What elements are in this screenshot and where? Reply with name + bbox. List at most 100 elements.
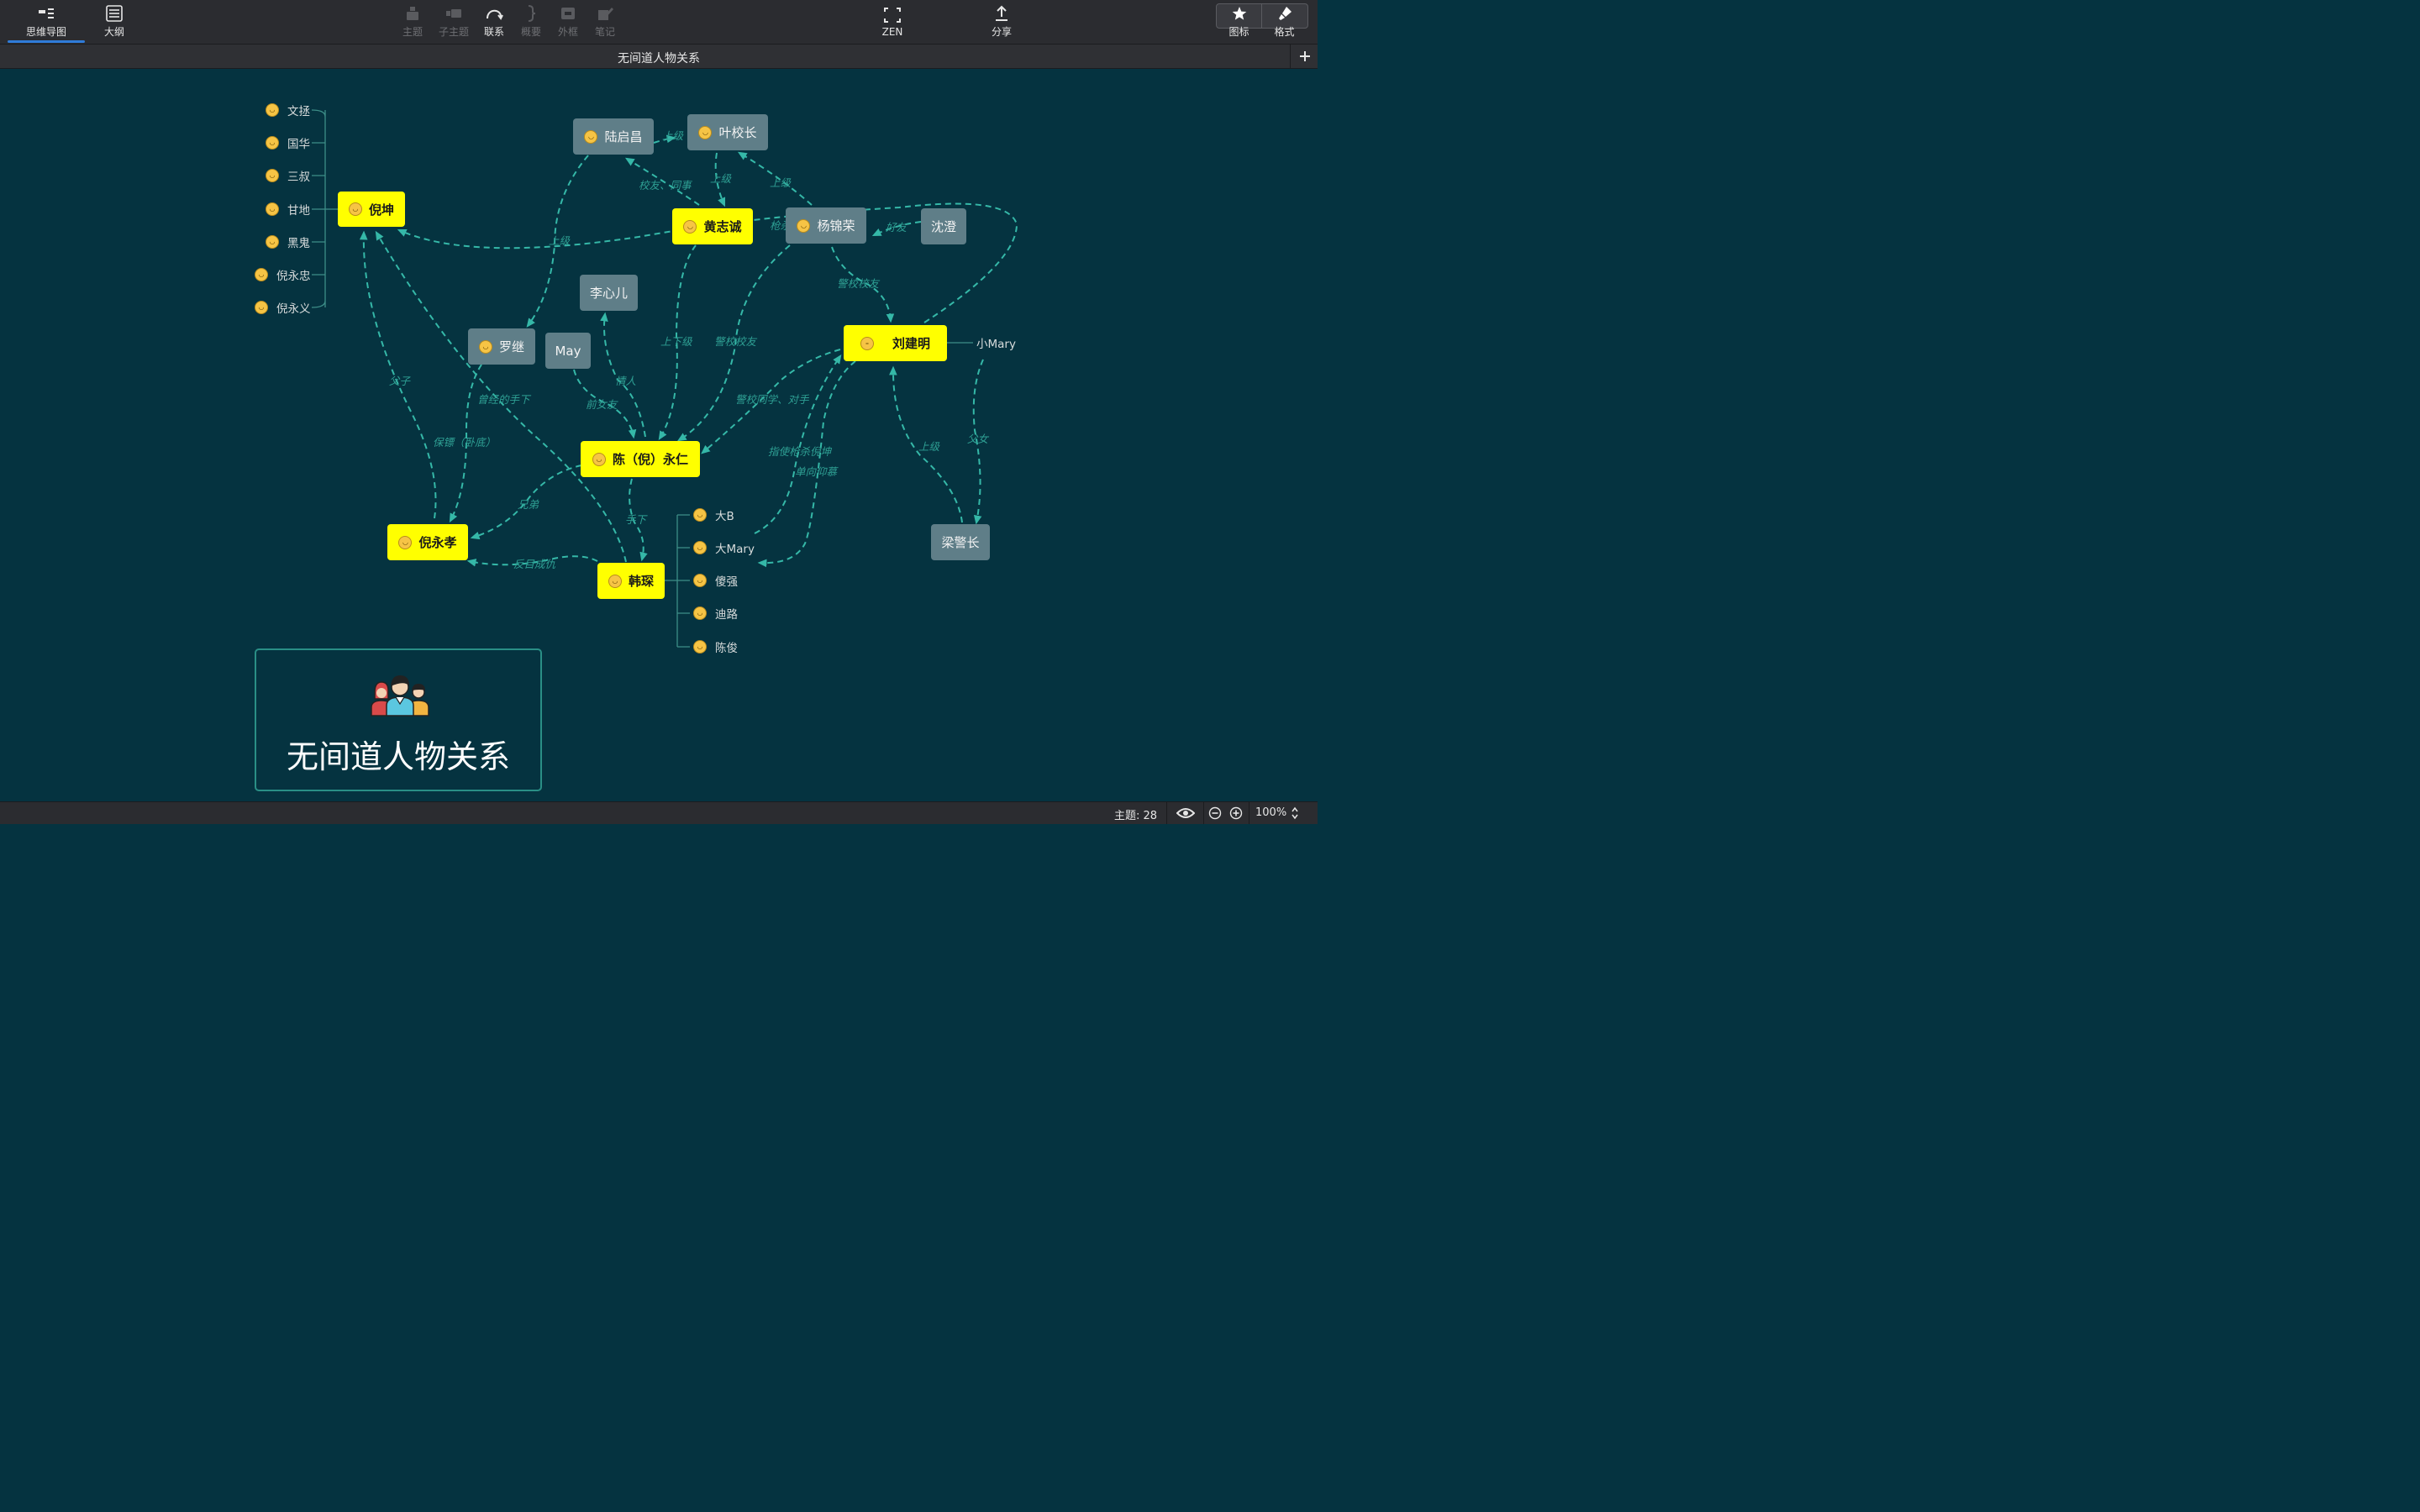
relation-label[interactable]: 上级 [918, 440, 940, 453]
boundary-label: 外框 [557, 26, 578, 38]
format-panel-button[interactable]: 格式 [1262, 0, 1307, 44]
face-emoji-icon: ◡ [683, 219, 697, 234]
relation-label[interactable]: 曾经的手下 [477, 393, 530, 406]
brush-icon [1278, 7, 1292, 20]
leaf-topic[interactable]: ◡迪路 [693, 606, 738, 622]
link-huangzhicheng-luqichang [624, 157, 700, 206]
leaf-topic[interactable]: ◡倪永义 [255, 300, 311, 316]
topic-luqichang[interactable]: ◡陆启昌 [573, 118, 654, 155]
leaf-topic[interactable]: ◡三叔 [266, 168, 310, 184]
relation-label[interactable]: 警校校友 [837, 277, 880, 290]
face-emoji-icon: ◡ [478, 339, 492, 354]
eye-icon[interactable] [1176, 807, 1195, 819]
topic-liangjingzhang[interactable]: 梁警长 [931, 524, 990, 560]
note-button[interactable]: 笔记 [588, 0, 622, 44]
topic-lixiner[interactable]: 李心儿 [580, 275, 638, 311]
topic-liujianming[interactable]: –刘建明 [844, 325, 947, 361]
leaf-topic[interactable]: ◡文拯 [266, 102, 310, 118]
relation-label[interactable]: 上级 [662, 129, 684, 142]
summary-button[interactable]: 概要 [514, 0, 548, 44]
relation-label[interactable]: 保镖（卧底） [433, 436, 497, 449]
topic-may[interactable]: May [545, 333, 591, 369]
leaf-topic[interactable]: 小Mary [976, 335, 1016, 351]
topic-niyongxiao[interactable]: ◡ 倪永孝 [387, 524, 468, 560]
zoom-stepper-icon[interactable] [1291, 806, 1299, 820]
leaf-topic[interactable]: ◡黑鬼 [266, 234, 310, 250]
relation-label[interactable]: 枪杀 [770, 219, 792, 232]
leaf-topic[interactable]: ◡傻强 [693, 573, 738, 589]
leaf-topic[interactable]: ◡甘地 [266, 202, 310, 218]
mindmap-canvas[interactable]: 上级 校友、同事 上级 上级 枪杀 好友 上级 警校校友 上下级 警校校友 情人… [0, 69, 1318, 801]
relation-label[interactable]: 指使枪杀倪坤 [768, 445, 832, 458]
zen-button[interactable]: ZEN [874, 0, 911, 44]
relation-label[interactable]: 父子 [389, 375, 411, 387]
topic-label: May [555, 343, 581, 359]
zoom-out-icon[interactable] [1208, 806, 1222, 820]
tab-bar: 无间道人物关系 [0, 45, 1318, 69]
face-emoji-icon: ◡ [348, 202, 362, 216]
relation-label[interactable]: 情人 [615, 375, 637, 387]
subtopic-button[interactable]: 子主题 [435, 0, 472, 44]
relation-label[interactable]: 警校校友 [714, 335, 757, 348]
leaf-topic[interactable]: ◡国华 [266, 135, 310, 151]
leaf-label: 大B [715, 510, 734, 523]
face-emoji-icon: ◡ [693, 606, 707, 620]
face-emoji-icon: ◡ [255, 268, 268, 281]
central-title-card[interactable]: 无间道人物关系 [255, 648, 542, 791]
icon-panel-button[interactable]: 图标 [1217, 0, 1261, 44]
topic-yexiaozhang[interactable]: ◡叶校长 [687, 114, 768, 150]
relation-label[interactable]: 父女 [967, 433, 989, 445]
topic-label: 杨锦荣 [817, 218, 855, 234]
topic-label: 罗继 [498, 339, 524, 354]
leaf-topic[interactable]: ◡倪永忠 [255, 267, 311, 283]
topic-nikun[interactable]: ◡倪坤 [338, 192, 405, 227]
relation-label[interactable]: 上级 [710, 172, 732, 185]
topic-label: 倪永孝 [418, 535, 457, 550]
relation-label[interactable]: 上级 [770, 176, 792, 189]
outline-view-button[interactable]: 大纲 [91, 0, 138, 44]
relation-label[interactable]: 上级 [549, 234, 571, 247]
document-tab-title[interactable]: 无间道人物关系 [618, 52, 700, 66]
relation-label[interactable]: 好友 [886, 221, 908, 234]
leaf-label: 陈俊 [715, 642, 738, 655]
link-yexiaozhang-huangzhicheng [714, 152, 726, 207]
zoom-level[interactable]: 100% [1255, 806, 1287, 819]
leaf-topic[interactable]: ◡大Mary [693, 540, 755, 556]
face-emoji-icon: ◡ [398, 535, 413, 549]
leaf-topic[interactable]: ◡ 大B [693, 507, 734, 523]
topic-shencheng[interactable]: 沈澄 [921, 208, 966, 244]
relation-label[interactable]: 前女友 [586, 398, 618, 411]
boundary-button[interactable]: 外框 [551, 0, 585, 44]
link-hanchen-niyongxiao [466, 555, 598, 567]
topic-chenyongren[interactable]: ◡陈（倪）永仁 [581, 441, 700, 477]
link-niyongxiao-nikun [359, 230, 437, 519]
outline-label: 大纲 [103, 26, 124, 38]
topic-button[interactable]: 主题 [395, 0, 430, 44]
zoom-in-icon[interactable] [1229, 806, 1243, 820]
topic-label: 李心儿 [589, 286, 628, 301]
face-emoji-icon: ◡ [255, 301, 268, 314]
relation-button[interactable]: 联系 [477, 0, 511, 44]
relation-label[interactable]: 兄弟 [518, 498, 539, 511]
topic-hanchen[interactable]: ◡韩琛 [597, 563, 665, 599]
face-emoji-icon: ◡ [693, 508, 707, 522]
share-button[interactable]: 分享 [983, 0, 1020, 44]
relation-label[interactable]: 单向仰慕 [795, 465, 838, 478]
leaf-topic[interactable]: ◡陈俊 [693, 639, 738, 655]
add-tab-button[interactable] [1290, 45, 1318, 68]
note-label: 笔记 [594, 26, 615, 38]
topic-huangzhicheng[interactable]: ◡黄志诚 [672, 208, 753, 244]
topic-luoji[interactable]: ◡ 罗继 [468, 328, 535, 365]
relation-label[interactable]: 校友、同事 [639, 179, 692, 192]
relation-label[interactable]: 手下 [625, 513, 647, 526]
relation-label[interactable]: 警校同学、对手 [735, 393, 809, 406]
mindmap-view-button[interactable]: 思维导图 [8, 0, 85, 44]
link-xiaomary-liangjingzhang [972, 359, 984, 525]
summary-label: 概要 [520, 26, 541, 38]
relation-label[interactable]: 反目成仇 [513, 558, 556, 570]
link-liujianming-damary [757, 360, 856, 568]
hanchen-branch-lines [665, 514, 690, 648]
topic-yangjinrong[interactable]: ◡杨锦荣 [786, 207, 866, 244]
share-label: 分享 [991, 26, 1012, 38]
relation-label[interactable]: 上下级 [660, 335, 692, 348]
